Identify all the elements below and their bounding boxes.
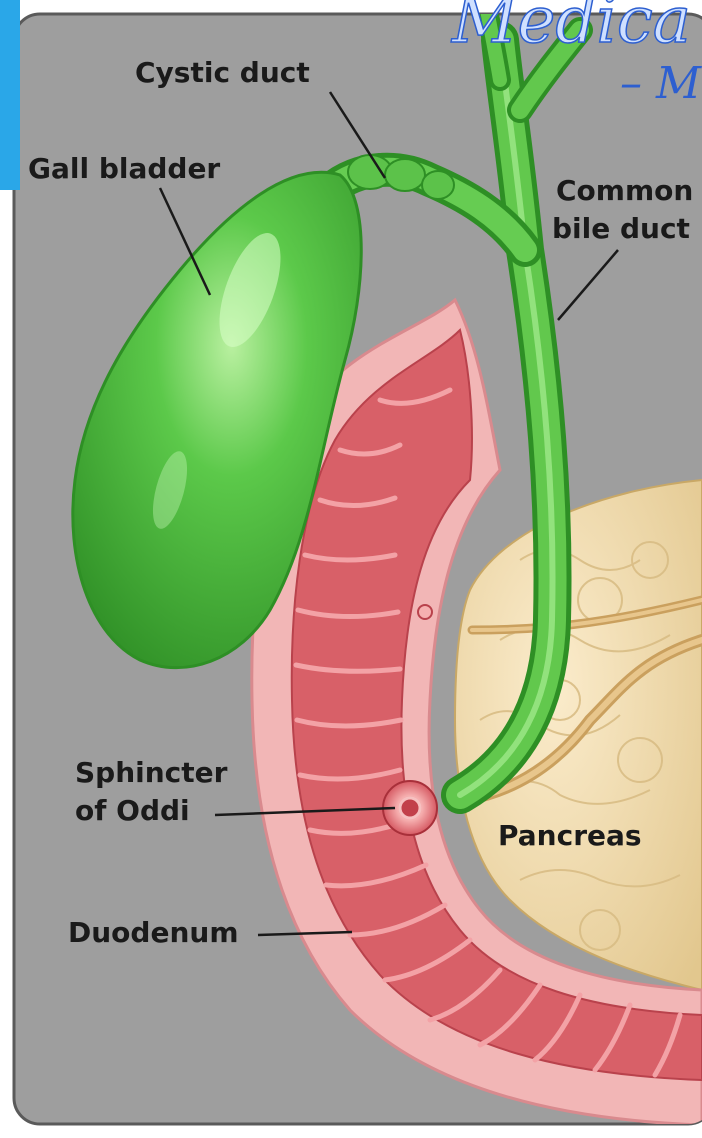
label-pancreas: Pancreas — [498, 819, 642, 852]
label-sphincter-line1: Sphincter — [75, 756, 228, 789]
minor-papilla — [418, 605, 432, 619]
watermark-subtitle: – M — [620, 58, 702, 109]
label-common-bile-duct-line2: bile duct — [552, 212, 690, 245]
label-gall-bladder: Gall bladder — [28, 152, 220, 185]
label-common-bile-duct-line1: Common — [556, 174, 693, 207]
label-cystic-duct: Cystic duct — [135, 56, 310, 89]
watermark-title: Medica — [451, 0, 691, 58]
accent-strip — [0, 0, 20, 190]
label-sphincter-line2: of Oddi — [75, 794, 190, 827]
label-duodenum: Duodenum — [68, 916, 239, 949]
